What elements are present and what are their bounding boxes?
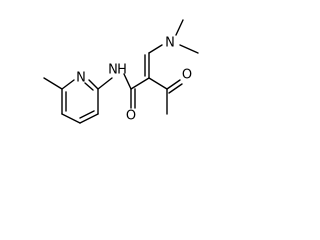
bond-amide-n-carbonyl xyxy=(123,73,132,90)
bond-amine-methyl-1 xyxy=(175,19,184,36)
bond-ketone-c-o-1 xyxy=(166,79,181,90)
bond-amine-methyl-2 xyxy=(179,44,199,54)
atom-label-amide-hydrogen: H xyxy=(117,63,127,78)
atom-label-pyridine-nitrogen: N xyxy=(76,71,86,86)
bond-ring-n1-c6 xyxy=(61,79,75,90)
bond-ring-inner-double-1 xyxy=(84,82,94,91)
bond-ketone-c-o-2 xyxy=(168,83,183,94)
bond-ring-inner-double-3 xyxy=(79,110,95,119)
atom-label-amine-nitrogen: N xyxy=(165,36,175,51)
chemical-structure-diagram: N N H N O O xyxy=(43,19,199,124)
bond-ring-c2-n1 xyxy=(88,79,99,90)
bond-carbonyl-central xyxy=(130,77,150,90)
atom-label-amide-nitrogen: N xyxy=(108,63,118,78)
bond-central-ketone xyxy=(148,77,168,90)
atom-label-amide-oxygen: O xyxy=(126,109,136,124)
bond-methyl-pyridine xyxy=(43,77,63,90)
pyridine-ring xyxy=(61,79,99,124)
bond-ch-amine-n xyxy=(148,44,163,54)
bond-ring-c5-c4 xyxy=(61,113,81,124)
bond-ring-to-amide-n xyxy=(97,77,113,90)
atom-label-ketone-oxygen: O xyxy=(182,68,192,83)
bond-ring-c4-c3 xyxy=(79,113,99,124)
